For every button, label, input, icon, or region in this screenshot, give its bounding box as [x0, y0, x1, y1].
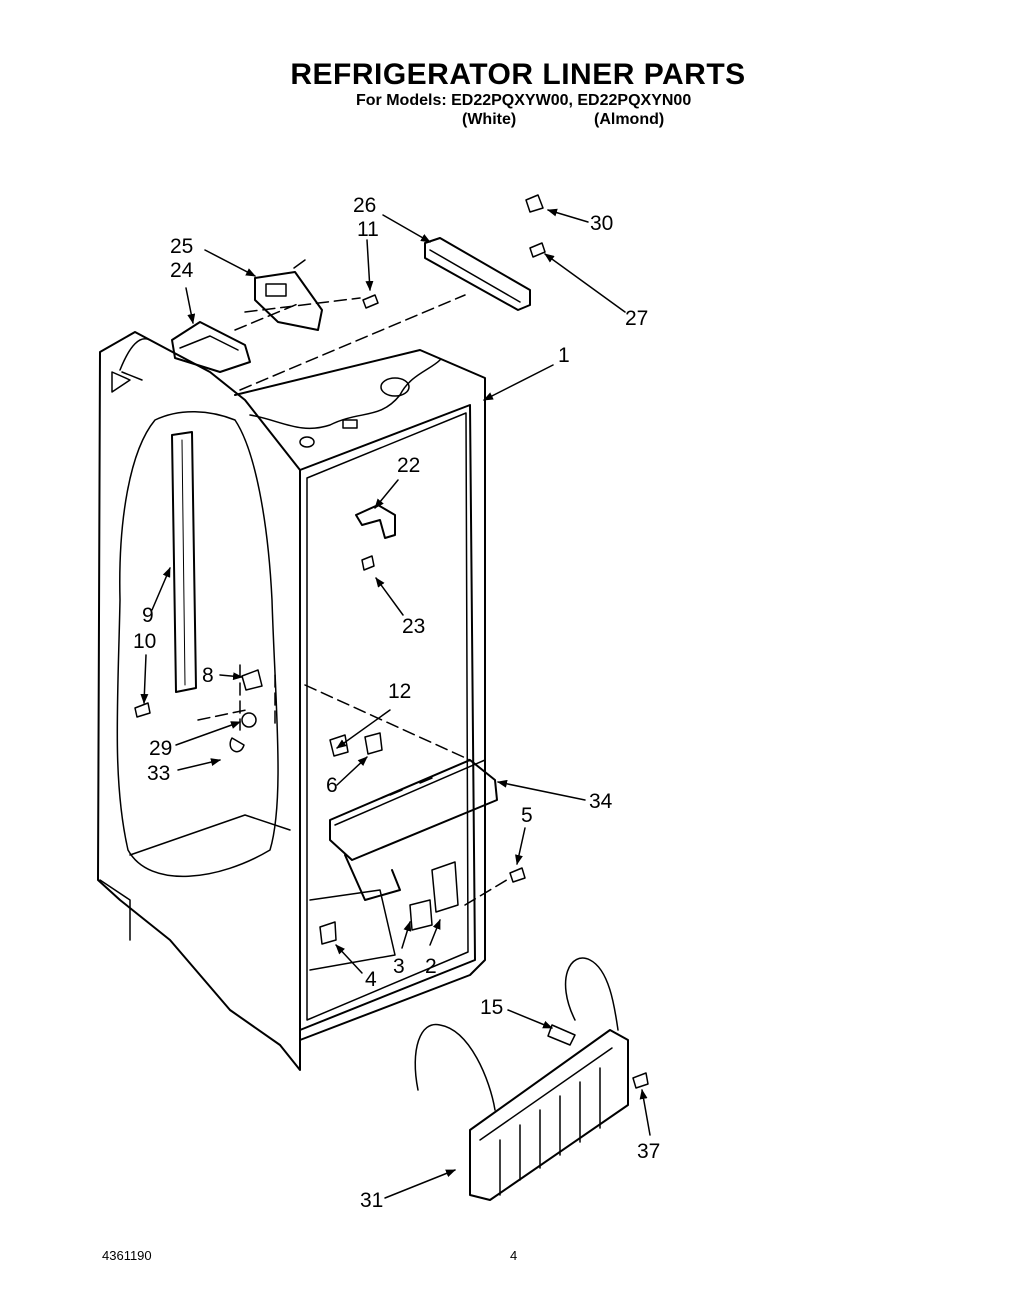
page-title: REFRIGERATOR LINER PARTS	[290, 58, 746, 91]
document-number: 4361190	[102, 1248, 152, 1263]
callout-25: 25	[170, 235, 193, 258]
callout-8: 8	[202, 664, 214, 687]
callout-12: 12	[388, 680, 411, 703]
callout-1: 1	[558, 344, 570, 367]
page-number: 4	[510, 1248, 518, 1263]
callout-4: 4	[365, 968, 377, 991]
callout-26: 26	[353, 194, 376, 217]
callout-27: 27	[625, 307, 648, 330]
evaporator-coil	[414, 957, 629, 1201]
callout-30: 30	[590, 212, 613, 235]
variant-almond-label: (Almond)	[594, 111, 665, 128]
callout-31: 31	[360, 1189, 383, 1212]
callout-24: 24	[170, 259, 194, 282]
models-line: For Models: ED22PQXYW00, ED22PQXYN00	[356, 92, 692, 109]
dashed-guides	[197, 294, 511, 906]
control-parts	[229, 669, 459, 945]
callout-6: 6	[326, 774, 338, 797]
callout-9: 9	[142, 604, 154, 627]
callout-11: 11	[357, 218, 379, 241]
callout-37: 37	[637, 1140, 660, 1163]
housing-bracket	[254, 259, 323, 331]
callout-33: 33	[147, 762, 170, 785]
callout-15: 15	[480, 996, 503, 1019]
thermostat-housing	[119, 321, 251, 373]
callout-10: 10	[133, 630, 156, 653]
callout-leaders	[140, 208, 651, 1199]
callout-22: 22	[397, 454, 420, 477]
callout-2: 2	[425, 955, 437, 978]
callout-5: 5	[521, 804, 533, 827]
callout-29: 29	[149, 737, 172, 760]
drain-trough	[329, 759, 498, 901]
variant-white-label: (White)	[462, 111, 517, 128]
small-bracket	[355, 504, 396, 539]
callout-labels: 1 2 3 4 5 6 8 9 10 11 12 15 22 23 24 25 …	[133, 194, 660, 1212]
top-rail	[424, 237, 531, 311]
callout-23: 23	[402, 615, 425, 638]
callout-34: 34	[589, 790, 613, 813]
callout-3: 3	[393, 955, 405, 978]
shelf-rail	[171, 431, 197, 693]
screws	[134, 194, 649, 1089]
